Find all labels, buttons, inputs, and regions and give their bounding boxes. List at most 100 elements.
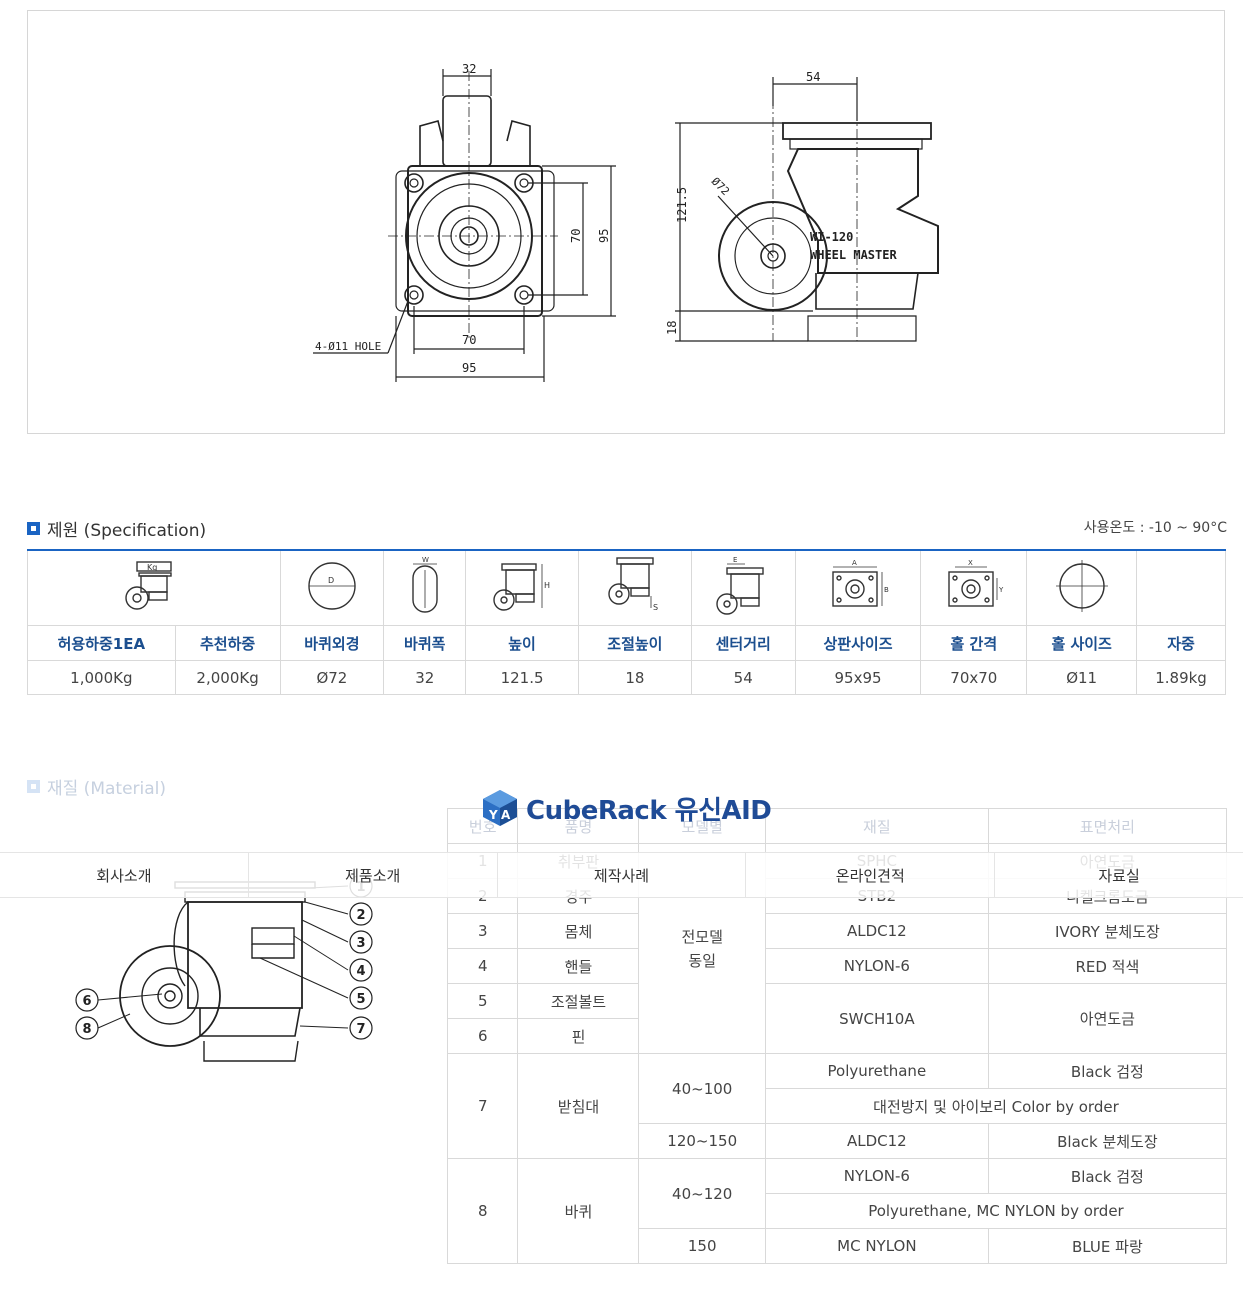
spec-header: 센터거리 bbox=[690, 625, 796, 661]
wheel-width-icon: W bbox=[412, 556, 438, 613]
dim-hole: 4-Ø11 HOLE bbox=[315, 340, 381, 353]
nav-item-downloads[interactable]: 자료실 bbox=[995, 853, 1243, 897]
icon-letter-b: B bbox=[884, 586, 889, 594]
section-marker-icon bbox=[27, 522, 40, 535]
site-logo[interactable]: Y A CubeRack 유신AID bbox=[480, 788, 772, 828]
spec-header: 홀 간격 bbox=[920, 625, 1028, 661]
material-cell: 8 bbox=[446, 1158, 519, 1264]
spec-header: 조절높이 bbox=[577, 625, 692, 661]
dim-54: 54 bbox=[806, 70, 820, 84]
model-all-text: 전모델 동일 bbox=[681, 927, 723, 970]
nav-item-products[interactable]: 제품소개 bbox=[249, 853, 498, 897]
model-text-2: WHEEL MASTER bbox=[810, 248, 897, 262]
icon-letter-y: Y bbox=[998, 586, 1004, 594]
material-cell: 받침대 bbox=[517, 1053, 640, 1159]
callout-5: 5 bbox=[356, 992, 365, 1007]
dim-70-vertical: 70 bbox=[569, 229, 583, 243]
side-view bbox=[675, 77, 939, 342]
spec-table: Kg D W H bbox=[27, 549, 1226, 695]
material-header: 모델별 bbox=[638, 808, 766, 844]
material-header: 품명 bbox=[517, 808, 640, 844]
material-cell: 3 bbox=[446, 913, 519, 949]
material-cell: NYLON-6 bbox=[764, 1158, 989, 1194]
spec-value: 54 bbox=[690, 660, 796, 695]
nav-item-quote[interactable]: 온라인견적 bbox=[746, 853, 996, 897]
spec-icon-row: Kg D W H bbox=[27, 549, 1226, 626]
material-cell: 핸들 bbox=[517, 948, 640, 984]
material-cell: 몸체 bbox=[517, 913, 640, 949]
caster-drawing: 32 70 95 70 95 4-Ø11 HOLE 54 121.5 18 Ø7… bbox=[313, 62, 939, 382]
material-cell: Polyurethane bbox=[764, 1053, 989, 1089]
spec-value: 70x70 bbox=[920, 660, 1028, 695]
icon-letter-s: S bbox=[653, 603, 658, 612]
material-cell: 7 bbox=[446, 1053, 519, 1159]
svg-text:Y: Y bbox=[488, 808, 498, 822]
material-cell: 6 bbox=[446, 1018, 519, 1054]
spec-value: Ø11 bbox=[1026, 660, 1138, 695]
spec-header: 바퀴폭 bbox=[383, 625, 467, 661]
center-icon-cell: E bbox=[690, 549, 796, 626]
plate-icon-cell: A B bbox=[794, 549, 922, 626]
weight-icon-cell bbox=[1136, 549, 1226, 626]
technical-drawing: 32 70 95 70 95 4-Ø11 HOLE 54 121.5 18 Ø7… bbox=[27, 10, 1225, 434]
spec-header: 바퀴외경 bbox=[279, 625, 385, 661]
spec-value: 95x95 bbox=[794, 660, 922, 695]
material-row: 3 몸체 ALDC12 IVORY 분체도장 bbox=[446, 913, 1228, 949]
height-icon: H bbox=[493, 563, 550, 611]
material-row: 4 핸들 NYLON-6 RED 적색 bbox=[446, 948, 1228, 984]
nav-item-cases[interactable]: 제작사례 bbox=[498, 853, 747, 897]
cube-logo-icon: Y A bbox=[483, 790, 517, 826]
callout-2: 2 bbox=[356, 908, 365, 923]
spec-value: Ø72 bbox=[279, 660, 385, 695]
icon-letter-w: W bbox=[422, 556, 429, 564]
icon-letter-e: E bbox=[733, 556, 737, 564]
dim-18: 18 bbox=[665, 321, 679, 335]
nav-label: 회사소개 bbox=[96, 866, 152, 885]
nav-item-company[interactable]: 회사소개 bbox=[0, 853, 249, 897]
svg-text:A: A bbox=[501, 808, 511, 822]
logo-text: CubeRack 유신AID bbox=[526, 795, 772, 826]
material-cell: 아연도금 bbox=[987, 983, 1228, 1054]
plate-size-icon: A B bbox=[832, 559, 889, 607]
adjust-icon-cell: S bbox=[577, 549, 692, 626]
material-cell: Black 검정 bbox=[987, 1053, 1228, 1089]
material-title: 재질 (Material) bbox=[27, 774, 166, 799]
material-header-row: 번호 품명 모델별 재질 표면처리 bbox=[446, 808, 1228, 844]
icon-letter-d: D bbox=[328, 576, 334, 585]
material-cell: MC NYLON bbox=[764, 1228, 989, 1264]
callout-3: 3 bbox=[356, 936, 365, 951]
material-cell: IVORY 분체도장 bbox=[987, 913, 1228, 949]
material-cell: 바퀴 bbox=[517, 1158, 640, 1264]
width-icon-cell: W bbox=[383, 549, 467, 626]
material-cell: ALDC12 bbox=[764, 1123, 989, 1159]
dim-32: 32 bbox=[462, 62, 476, 76]
material-cell: 조절볼트 bbox=[517, 983, 640, 1019]
dim-95-vertical: 95 bbox=[597, 229, 611, 243]
material-cell: NYLON-6 bbox=[764, 948, 989, 984]
spec-header-row: 허용하중1EA 추천하중 바퀴외경 바퀴폭 높이 조절높이 센터거리 상판사이즈… bbox=[27, 625, 1226, 661]
material-title-text: 재질 (Material) bbox=[47, 779, 167, 799]
spec-value: 121.5 bbox=[465, 660, 579, 695]
material-cell: Black 분체도장 bbox=[987, 1123, 1228, 1159]
spec-header: 자중 bbox=[1136, 625, 1226, 661]
material-cell: 5 bbox=[446, 983, 519, 1019]
material-cell: 120~150 bbox=[638, 1123, 766, 1159]
material-cell: RED 적색 bbox=[987, 948, 1228, 984]
material-cell: Black 검정 bbox=[987, 1158, 1228, 1194]
spec-header: 추천하중 bbox=[174, 625, 281, 661]
load-icon: Kg bbox=[125, 561, 172, 610]
nav-label: 제품소개 bbox=[345, 866, 401, 885]
material-cell: 4 bbox=[446, 948, 519, 984]
material-cell: SWCH10A bbox=[764, 983, 989, 1054]
wheel-diameter-icon: D bbox=[308, 562, 356, 610]
spec-header: 허용하중1EA bbox=[27, 625, 176, 661]
load-icon-cell: Kg bbox=[27, 549, 281, 626]
material-row: 대전방지 및 아이보리 Color by order bbox=[448, 1088, 1228, 1124]
spec-value: 18 bbox=[577, 660, 692, 695]
adjust-height-icon: S bbox=[608, 557, 658, 612]
material-cell: 150 bbox=[638, 1228, 766, 1264]
callout-8: 8 bbox=[82, 1022, 91, 1037]
icon-letter-kg: Kg bbox=[147, 563, 157, 572]
icon-letter-h: H bbox=[544, 581, 550, 590]
material-header: 재질 bbox=[764, 808, 989, 844]
